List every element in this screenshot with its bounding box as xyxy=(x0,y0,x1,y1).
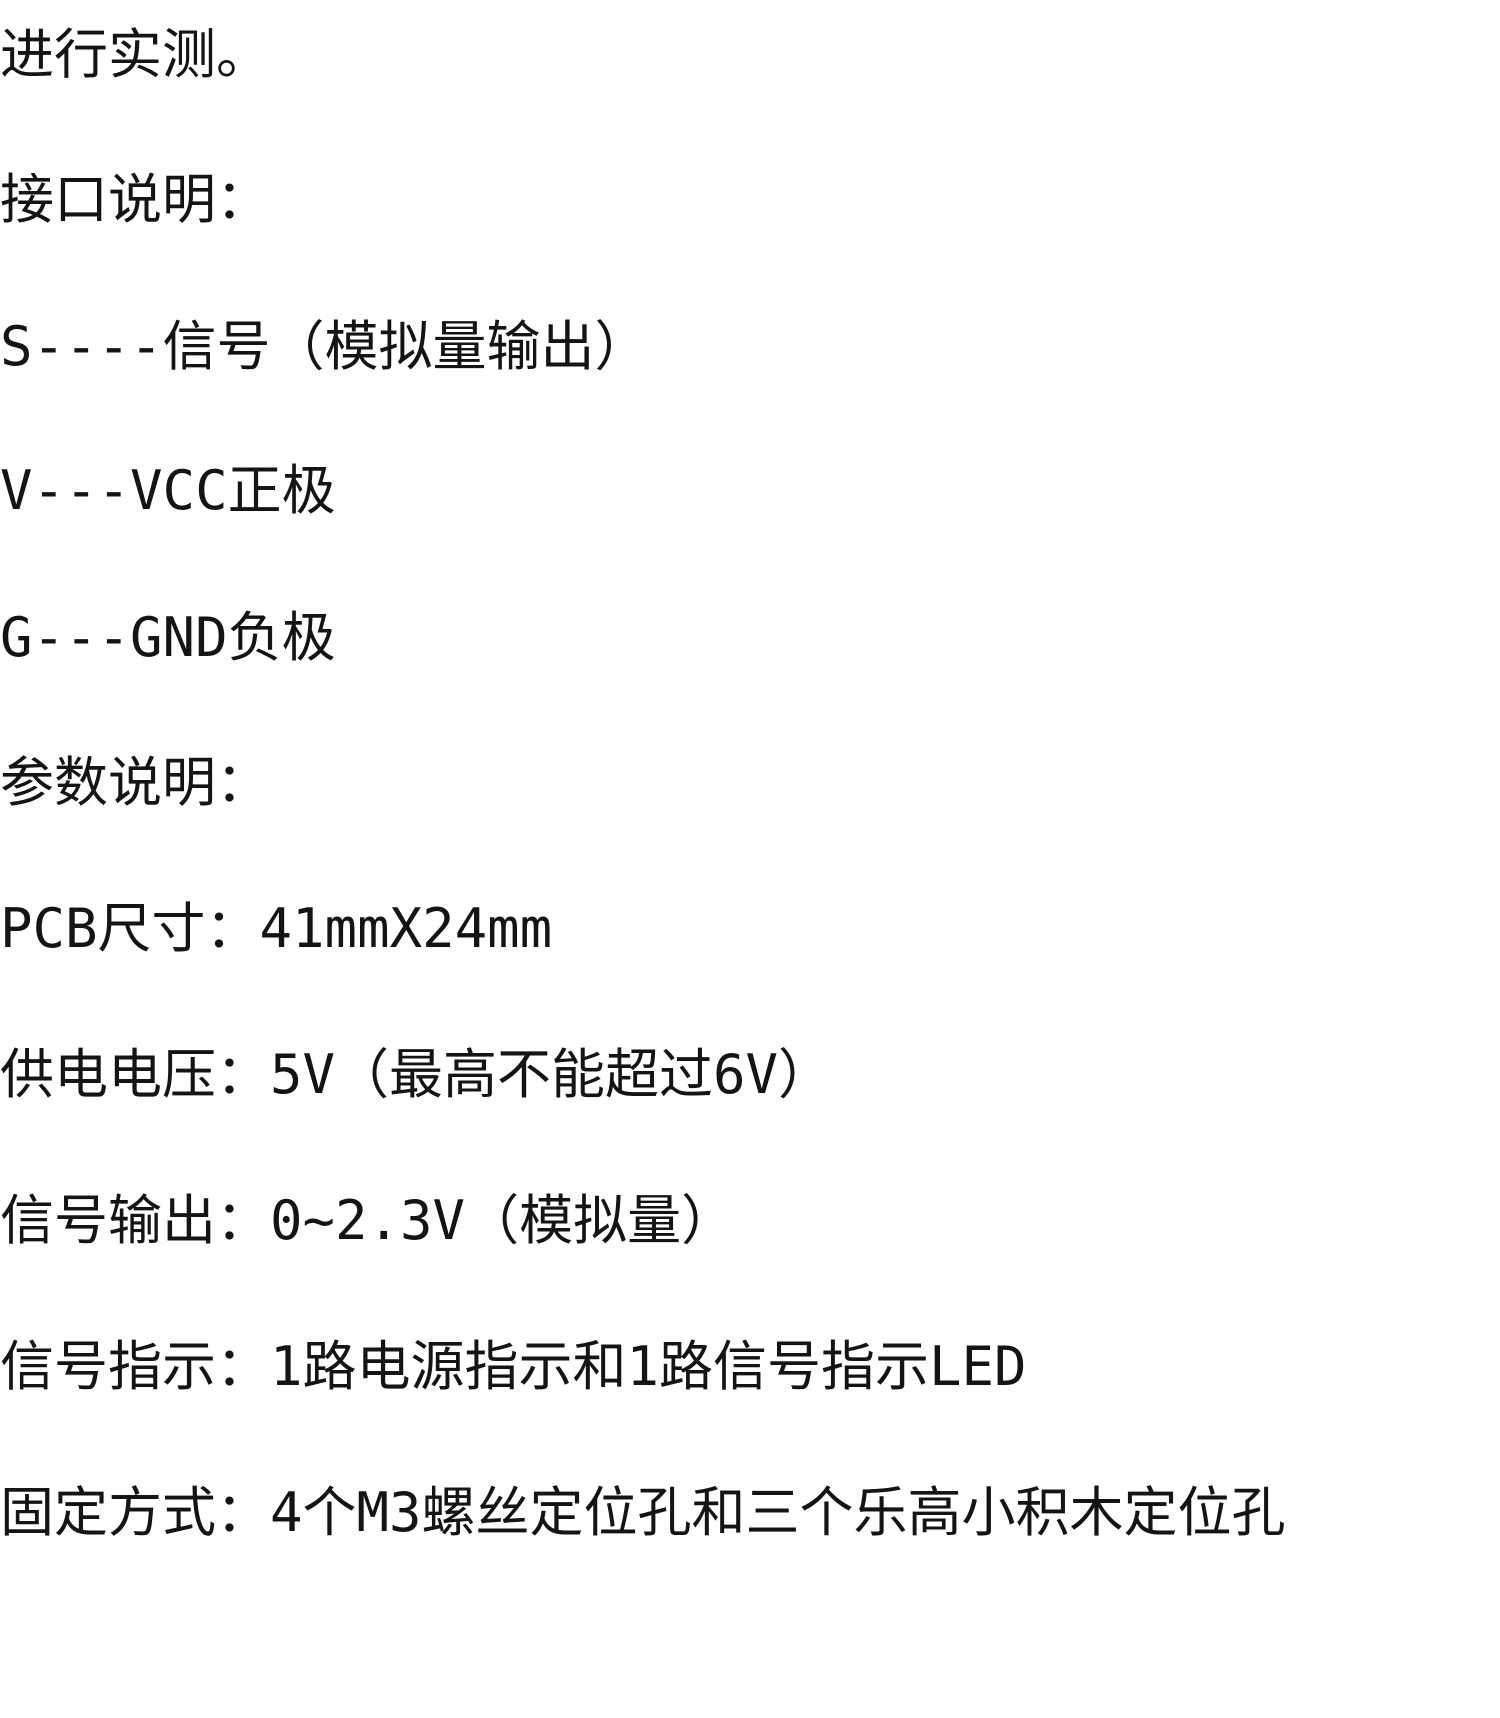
signal-indicator-line: 信号指示：1路电源指示和1路信号指示LED xyxy=(0,1335,1027,1398)
pin-s-description: S----信号（模拟量输出） xyxy=(0,315,649,378)
mounting-method-line: 固定方式：4个M3螺丝定位孔和三个乐高小积木定位孔 xyxy=(0,1481,1286,1544)
interface-heading: 接口说明： xyxy=(0,168,270,231)
pin-v-description: V---VCC正极 xyxy=(0,459,336,522)
pin-g-description: G---GND负极 xyxy=(0,606,336,669)
text-line-intro-end: 进行实测。 xyxy=(0,23,270,86)
supply-voltage-line: 供电电压：5V（最高不能超过6V） xyxy=(0,1043,833,1106)
signal-output-line: 信号输出：0~2.3V（模拟量） xyxy=(0,1189,736,1252)
pcb-size-line: PCB尺寸：41mmX24mm xyxy=(0,897,553,960)
parameters-heading: 参数说明： xyxy=(0,751,270,814)
